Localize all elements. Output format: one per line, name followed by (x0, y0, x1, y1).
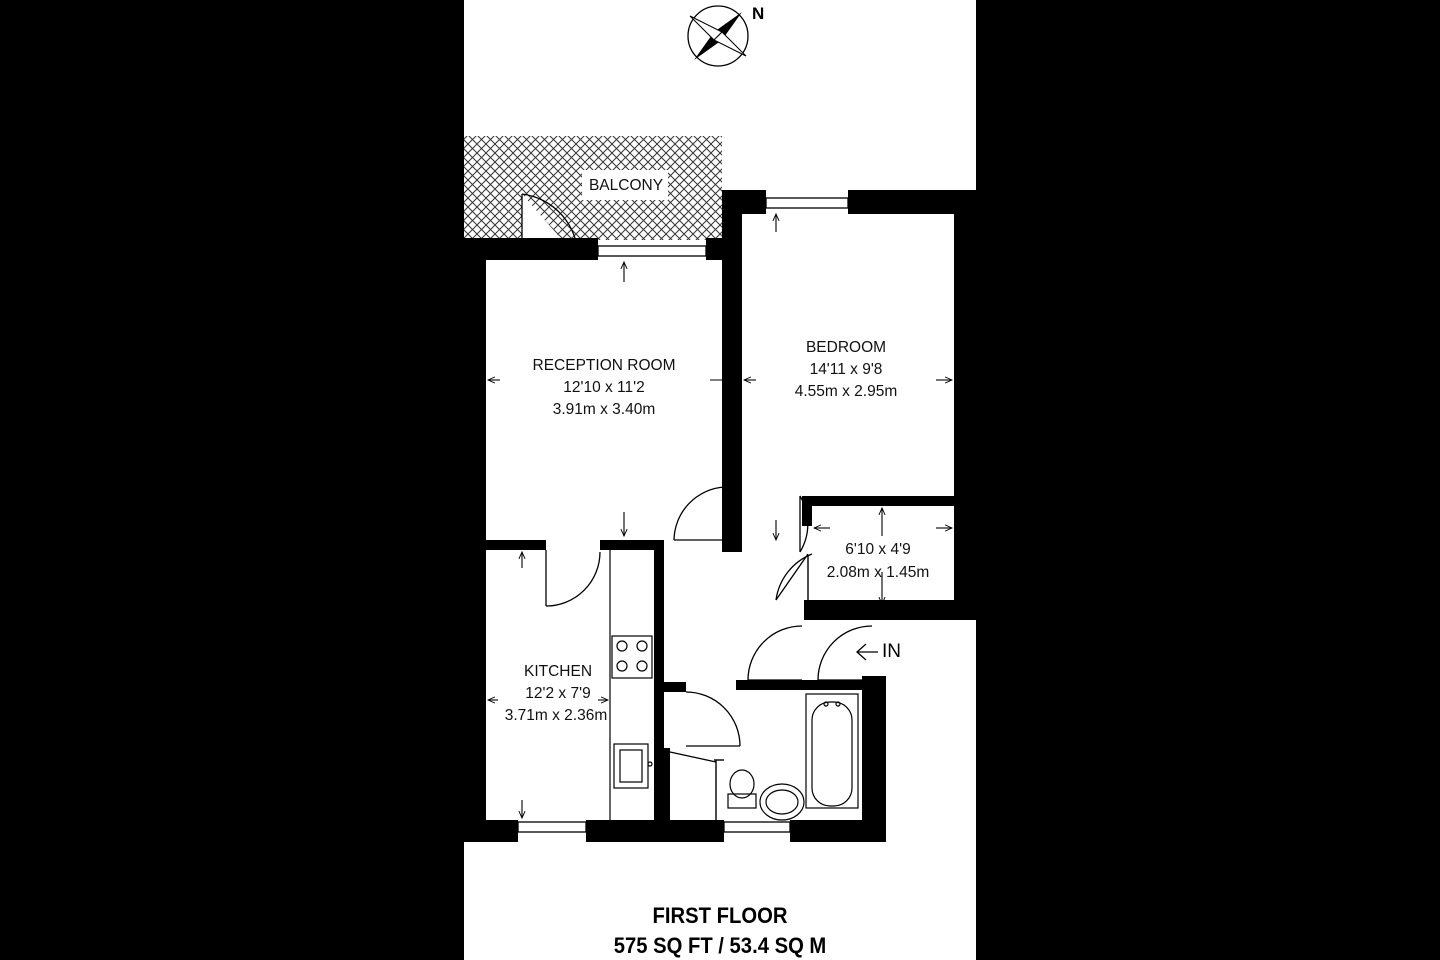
kitchen-size-metric: 3.71m x 2.36m (504, 707, 608, 724)
internal-partitions (669, 556, 809, 822)
toilet-icon (727, 769, 757, 809)
reception-room-name: RECEPTION ROOM (532, 357, 676, 374)
compass-rose-icon (687, 5, 749, 67)
bath-icon (805, 693, 859, 809)
floor-area: 575 SQ FT / 53.4 SQ M (613, 933, 827, 958)
doors (521, 193, 873, 747)
dimension-arrows (488, 214, 952, 818)
hob-icon (611, 635, 653, 679)
kitchen-size-imperial: 12'2 x 7'9 (525, 685, 591, 702)
entrance-label: IN (882, 641, 901, 662)
windows (517, 197, 849, 833)
bedroom-size-metric: 4.55m x 2.95m (794, 383, 898, 400)
compass-north-label: N (752, 4, 765, 23)
reception-room-size-imperial: 12'10 x 11'2 (563, 379, 645, 396)
balcony-label: BALCONY (588, 177, 664, 194)
reception-room-size-metric: 3.91m x 3.40m (552, 401, 656, 418)
kitchen-name: KITCHEN (523, 663, 593, 680)
storage-size-imperial: 6'10 x 4'9 (845, 541, 911, 558)
outer-walls (464, 190, 976, 842)
bedroom-name: BEDROOM (805, 339, 887, 356)
bathroom-fittings (727, 693, 859, 821)
storage-size-metric: 2.08m x 1.45m (826, 564, 930, 581)
basin-icon (759, 783, 805, 821)
floor-name: FIRST FLOOR (652, 903, 788, 928)
bedroom-size-imperial: 14'11 x 9'8 (809, 361, 883, 378)
kitchen-fittings (609, 550, 653, 820)
sink-icon (613, 743, 649, 789)
entrance-arrow-icon (856, 643, 878, 661)
